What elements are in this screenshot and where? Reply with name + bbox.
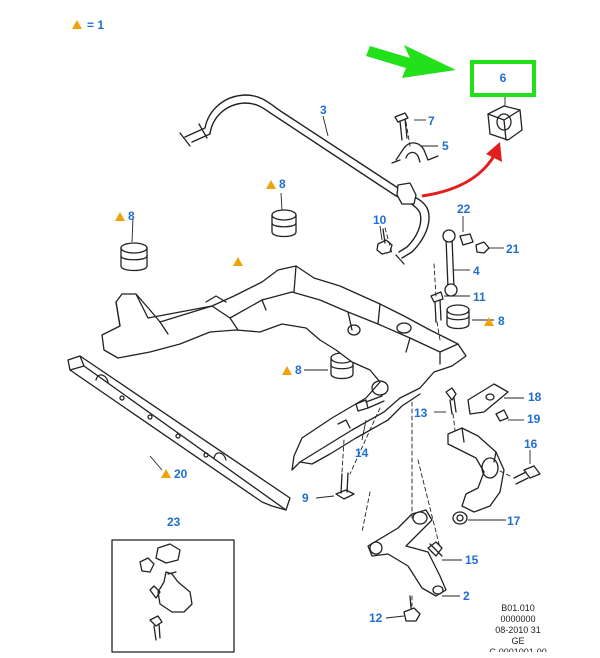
nut-10 xyxy=(376,228,393,255)
bolt-19 xyxy=(495,409,509,422)
callout-8-upper: 8 xyxy=(279,177,286,191)
legend: = 1 xyxy=(72,18,104,32)
bushing-8-upper xyxy=(271,209,297,238)
bolt-11 xyxy=(430,291,444,323)
bushing-17 xyxy=(452,511,468,525)
warning-triangle-icon xyxy=(72,20,82,29)
reference-code: B01.010 0000000 08-2010 31 GE G.0001001-… xyxy=(478,603,558,652)
reference-line-4: GE xyxy=(511,636,525,646)
callout-17: 17 xyxy=(507,514,521,528)
crossmember-beam xyxy=(67,355,291,511)
callout-21: 21 xyxy=(506,242,520,256)
ball-joint-15 xyxy=(427,541,443,557)
callout-19: 19 xyxy=(527,412,541,426)
callout-8-left: 8 xyxy=(128,209,135,223)
highlight-box: 6 xyxy=(470,60,536,97)
leader-lines xyxy=(131,92,531,619)
steering-knuckle xyxy=(447,427,505,513)
assembly-lines xyxy=(341,121,511,607)
callout-8-center: 8 xyxy=(295,363,302,377)
callout-4: 4 xyxy=(473,264,480,278)
warning-triangle-icon xyxy=(115,212,125,221)
bolt-14 xyxy=(355,395,385,412)
warning-triangle-icon xyxy=(266,180,276,189)
bolt-7 xyxy=(394,112,409,141)
subframe xyxy=(101,265,467,471)
reference-line-5: G.0001001-00 xyxy=(489,647,547,652)
callout-11: 11 xyxy=(473,290,486,304)
lower-control-arm xyxy=(367,509,447,597)
callout-9: 9 xyxy=(302,491,309,505)
reference-line-1: B01.010 xyxy=(501,603,535,613)
callout-15: 15 xyxy=(465,553,479,567)
red-curved-arrow xyxy=(421,142,502,198)
stabilizer-link xyxy=(442,229,458,297)
callout-13: 13 xyxy=(414,406,428,420)
callout-6: 6 xyxy=(499,71,507,85)
warning-triangle-icon xyxy=(282,366,292,375)
callout-3: 3 xyxy=(320,103,327,117)
callout-5: 5 xyxy=(442,139,449,153)
warning-triangle-icon xyxy=(233,257,243,266)
warning-triangle-icon xyxy=(484,317,494,326)
bushing-8-right xyxy=(446,304,470,330)
reference-line-2: 0000000 xyxy=(500,614,536,624)
callout-16: 16 xyxy=(524,437,538,451)
legend-text: = 1 xyxy=(87,18,105,32)
warning-triangle-icon xyxy=(161,469,171,478)
callout-8-right: 8 xyxy=(498,314,505,328)
ball-joint-detail-box xyxy=(111,539,235,653)
callout-18: 18 xyxy=(528,390,542,404)
green-pointer-arrow xyxy=(366,45,456,78)
bolt-16 xyxy=(513,465,541,485)
stabilizer-bar xyxy=(179,94,430,265)
callout-10: 10 xyxy=(373,213,387,227)
bolt-13 xyxy=(445,387,457,415)
callout-14: 14 xyxy=(355,446,369,460)
stabilizer-bushing xyxy=(487,105,523,141)
nut-22 xyxy=(459,233,474,246)
callout-2: 2 xyxy=(463,589,470,603)
bolt-9 xyxy=(335,472,355,500)
callout-23: 23 xyxy=(167,515,181,529)
bar-clamp xyxy=(391,142,439,164)
bracket-18 xyxy=(467,383,509,415)
callout-22: 22 xyxy=(457,202,471,216)
nut-21 xyxy=(475,241,490,254)
callout-7: 7 xyxy=(428,114,435,128)
nut-12 xyxy=(403,595,421,622)
bushing-8-left xyxy=(120,242,148,272)
callout-12: 12 xyxy=(369,611,383,625)
callout-20: 20 xyxy=(174,467,188,481)
reference-line-3: 08-2010 31 xyxy=(495,625,541,635)
